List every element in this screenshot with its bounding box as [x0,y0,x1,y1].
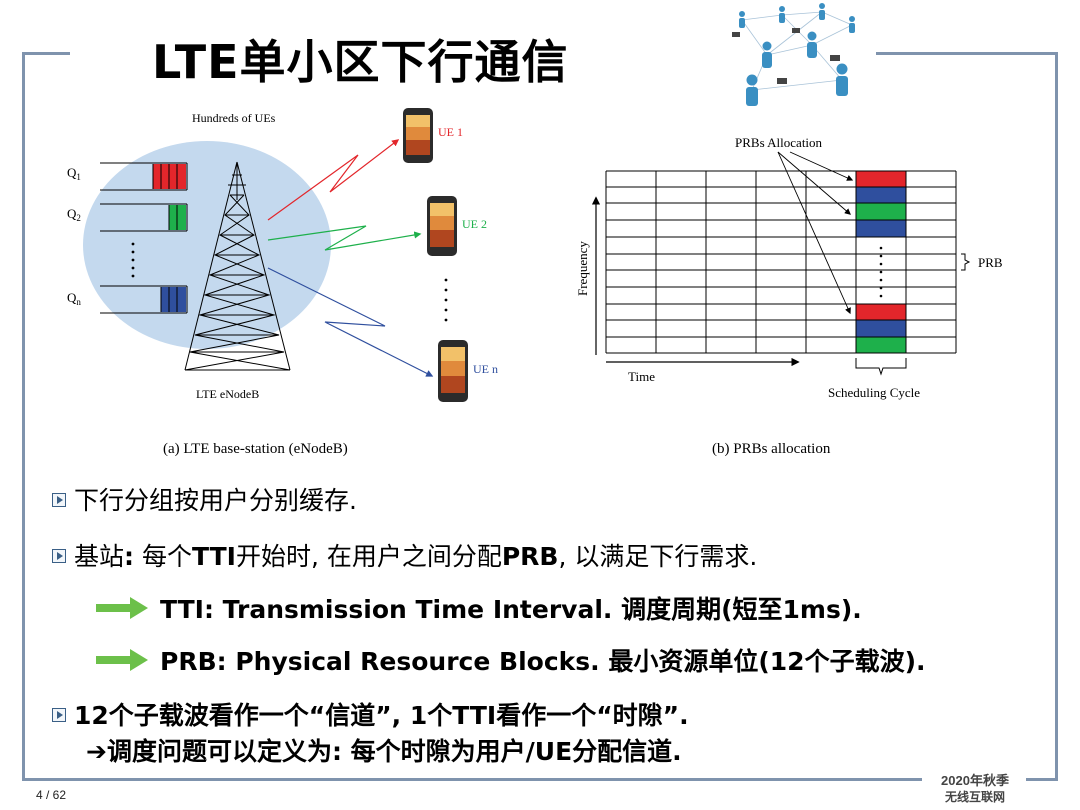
frame-top-left [22,52,70,55]
frame-top-right [876,52,1058,55]
phone-icon-ue2 [427,196,457,256]
network-people-image [722,0,872,108]
prbs-allocation-title: PRBs Allocation [735,135,823,150]
ue2-label: UE 2 [462,217,487,231]
sub-bullet-tti: TTI: Transmission Time Interval. 调度周期(短至… [96,590,862,626]
queue-1 [100,162,188,191]
bullet-4: ➔调度问题可以定义为: 每个时隙为用户/UE分配信道. [86,737,682,766]
prb-grid [605,170,957,354]
frame-bottom-right [1026,778,1058,781]
queue-dots [131,242,135,278]
bullet-3: 12个子载波看作一个“信道”, 1个TTI看作一个“时隙”. [52,696,689,732]
ue-dots [444,278,448,322]
green-arrow-icon [96,649,148,671]
bullet-marker-icon [52,549,66,563]
scheduling-cycle-label: Scheduling Cycle [828,385,920,400]
sub-bullet-prb: PRB: Physical Resource Blocks. 最小资源单位(12… [96,642,926,678]
queue-n [100,285,188,314]
frame-bottom [22,778,922,781]
signal-arrow-ue2 [267,225,422,251]
frame-left [22,52,25,780]
bullet-2: 基站: 每个TTI开始时, 在用户之间分配PRB, 以满足下行需求. [52,537,757,573]
signal-arrow-ue1 [267,139,400,221]
hundreds-of-ues-label: Hundreds of UEs [192,111,276,125]
phone-icon-ue1 [403,108,433,163]
ue1-label: UE 1 [438,125,463,139]
lte-figure: Hundreds of UEs Q1 Q2 Qn LTE eNode [67,108,1003,457]
prb-colored-cells [856,171,906,353]
frame-right [1055,52,1058,780]
phone-icon-uen [438,340,468,402]
course-name: 无线互联网 [944,790,1005,804]
prb-brace [961,253,971,271]
enodeb-tower [184,161,291,371]
bullet-marker-icon [52,708,66,722]
ue-cloud [83,141,331,349]
bullet-marker-icon [52,493,66,507]
queue-2-label: Q2 [67,206,81,223]
bullet-1: 下行分组按用户分别缓存. [52,481,357,517]
course-term: 2020年秋季 [941,773,1009,788]
scheduling-cycle-brace [855,358,907,376]
prb-allocation-pointers [777,151,854,315]
caption-b: (b) PRBs allocation [712,441,831,457]
caption-a: (a) LTE base-station (eNodeB) [163,441,348,457]
green-arrow-icon [96,597,148,619]
queue-2 [100,203,188,232]
queue-1-label: Q1 [67,165,81,182]
queue-n-label: Qn [67,290,81,307]
frequency-axis-label: Frequency [575,241,590,296]
signal-arrow-uen [267,267,434,377]
slide-title: LTE单小区下行通信 [152,35,569,89]
page-number: 4 / 62 [36,788,67,802]
tower-label: LTE eNodeB [196,387,259,401]
prb-label: PRB [978,255,1003,270]
uen-label: UE n [473,362,498,376]
time-axis-label: Time [628,369,655,384]
